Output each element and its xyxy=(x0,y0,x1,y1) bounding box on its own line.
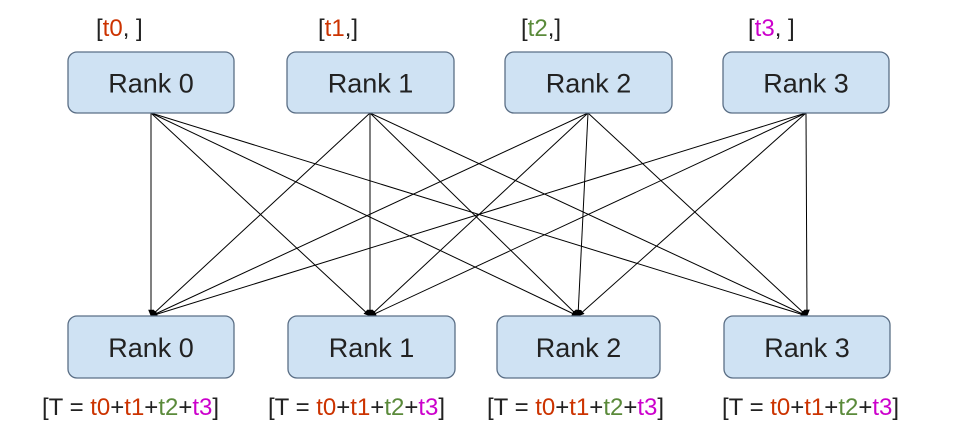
result-term: t0 xyxy=(535,394,555,421)
result-term: t3 xyxy=(192,394,212,421)
bracket-close: ,] xyxy=(345,15,358,42)
edge-rank3-to-rank1 xyxy=(369,112,807,317)
result-term: + xyxy=(144,394,158,421)
result-term: + xyxy=(178,394,192,421)
tensor-name: t2 xyxy=(528,15,548,42)
bracket-open: [ xyxy=(318,15,325,42)
result-term: t3 xyxy=(637,394,657,421)
bottom-rank-3-box[interactable]: Rank 3 xyxy=(723,315,891,379)
edge-rank3-to-rank0 xyxy=(150,112,807,317)
bracket-close: ,] xyxy=(548,15,561,42)
result-term: + xyxy=(824,394,838,421)
edge-rank2-to-rank3 xyxy=(587,112,808,317)
bottom-rank-3-box-rect xyxy=(723,315,891,379)
tensor-name: t3 xyxy=(755,15,775,42)
bracket-close: , ] xyxy=(775,15,795,42)
result-term: + xyxy=(589,394,603,421)
result-term: t0 xyxy=(90,394,110,421)
bottom-rank-row: Rank 0 Rank 1 Rank 2 Rank 3 xyxy=(67,315,891,379)
result-term: + xyxy=(404,394,418,421)
result-label-rank1: [T = t0+t1+t2+t3] xyxy=(268,394,445,421)
edge-rank0-to-rank2 xyxy=(150,112,579,317)
result-term: + xyxy=(555,394,569,421)
input-tensor-label-rank2: [t2,] xyxy=(521,15,561,42)
result-term: + xyxy=(858,394,872,421)
edge-rank3-to-rank3 xyxy=(804,112,810,317)
result-label-rank3: [T = t0+t1+t2+t3] xyxy=(722,394,899,421)
result-term: t1 xyxy=(804,394,824,421)
bottom-rank-0-box-label: Rank 0 xyxy=(108,333,194,363)
bottom-rank-2-box-rect xyxy=(496,315,661,379)
top-rank-1-box-label: Rank 1 xyxy=(328,69,414,99)
result-label-rank0: [T = t0+t1+t2+t3] xyxy=(42,394,219,421)
result-term: t1 xyxy=(124,394,144,421)
top-rank-3-box[interactable]: Rank 3 xyxy=(722,51,890,114)
bottom-rank-1-box-rect xyxy=(287,315,456,379)
top-rank-0-box[interactable]: Rank 0 xyxy=(67,51,235,114)
result-term: + xyxy=(110,394,124,421)
edge-rank3-to-rank2 xyxy=(577,112,807,317)
top-rank-2-box[interactable]: Rank 2 xyxy=(504,51,673,114)
result-suffix: ] xyxy=(212,394,219,421)
result-term: t2 xyxy=(838,394,858,421)
result-term: t2 xyxy=(158,394,178,421)
input-tensor-label-rank3: [t3, ] xyxy=(748,15,795,42)
top-rank-3-box-rect xyxy=(722,51,890,114)
top-rank-row: Rank 0 Rank 1 Rank 2 Rank 3 xyxy=(67,51,890,114)
top-rank-0-box-label: Rank 0 xyxy=(108,69,194,99)
bottom-rank-1-box-label: Rank 1 xyxy=(329,333,415,363)
result-term: t2 xyxy=(384,394,404,421)
result-term: + xyxy=(623,394,637,421)
top-rank-1-box[interactable]: Rank 1 xyxy=(286,51,455,114)
result-term: t2 xyxy=(603,394,623,421)
top-rank-3-box-label: Rank 3 xyxy=(763,69,849,99)
tensor-name: t0 xyxy=(103,15,123,42)
bracket-open: [ xyxy=(748,15,755,42)
bottom-rank-0-box[interactable]: Rank 0 xyxy=(67,315,235,379)
result-prefix: [T = xyxy=(487,394,535,421)
result-suffix: ] xyxy=(438,394,445,421)
connection-lines xyxy=(148,112,810,317)
result-term: t1 xyxy=(569,394,589,421)
edge-rank2-to-rank2 xyxy=(575,112,589,317)
top-rank-0-box-rect xyxy=(67,51,235,114)
result-prefix: [T = xyxy=(722,394,770,421)
tensor-name: t1 xyxy=(325,15,345,42)
edge-rank1-to-rank0 xyxy=(150,112,371,317)
result-prefix: [T = xyxy=(268,394,316,421)
tensor-labels: [t0, ][t1,][t2,][t3, ][T = t0+t1+t2+t3][… xyxy=(42,15,899,421)
result-term: + xyxy=(336,394,350,421)
bottom-rank-3-box-label: Rank 3 xyxy=(764,333,850,363)
bracket-open: [ xyxy=(521,15,528,42)
result-term: + xyxy=(370,394,384,421)
bottom-rank-2-box[interactable]: Rank 2 xyxy=(496,315,661,379)
top-rank-2-box-rect xyxy=(504,51,673,114)
top-rank-1-box-rect xyxy=(286,51,455,114)
result-term: t3 xyxy=(872,394,892,421)
input-tensor-label-rank0: [t0, ] xyxy=(96,15,143,42)
edge-rank1-to-rank2 xyxy=(369,112,579,317)
bottom-rank-1-box[interactable]: Rank 1 xyxy=(287,315,456,379)
result-suffix: ] xyxy=(657,394,664,421)
result-suffix: ] xyxy=(892,394,899,421)
edge-rank2-to-rank0 xyxy=(150,112,589,317)
bottom-rank-2-box-label: Rank 2 xyxy=(536,333,622,363)
bracket-open: [ xyxy=(96,15,103,42)
result-term: t3 xyxy=(418,394,438,421)
bottom-rank-0-box-rect xyxy=(67,315,235,379)
result-prefix: [T = xyxy=(42,394,90,421)
result-label-rank2: [T = t0+t1+t2+t3] xyxy=(487,394,664,421)
result-term: t1 xyxy=(350,394,370,421)
result-term: t0 xyxy=(316,394,336,421)
top-rank-2-box-label: Rank 2 xyxy=(546,69,632,99)
input-tensor-label-rank1: [t1,] xyxy=(318,15,358,42)
result-term: t0 xyxy=(770,394,790,421)
bracket-close: , ] xyxy=(123,15,143,42)
result-term: + xyxy=(790,394,804,421)
